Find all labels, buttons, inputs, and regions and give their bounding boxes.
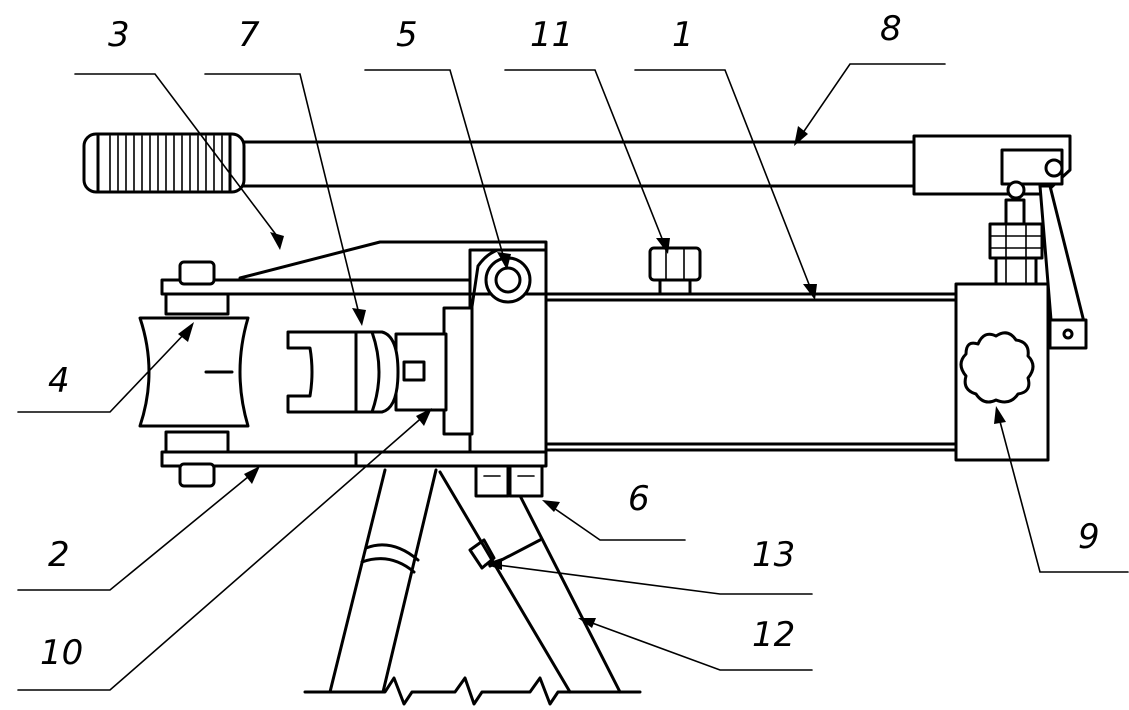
pivot-pin [1044,158,1064,178]
label-11: 11 [530,15,573,55]
roller-pin-top [178,260,216,286]
cylinder-body [544,292,960,452]
ground-break-line [303,676,642,706]
cylinder-barrel [544,292,960,452]
label-13: 13 [752,535,795,575]
pump-plunger [988,198,1044,286]
label-7: 7 [238,15,260,55]
roller-pin-bottom [178,462,216,488]
label-10: 10 [40,633,83,673]
bottom-plate [160,450,548,468]
oil-filler-plug [648,246,702,296]
label-1: 1 [672,15,694,55]
right-leg [438,470,622,694]
handle-grip [82,132,246,194]
release-valve-knob [959,331,1035,404]
callout-labels: 3 7 5 11 1 8 4 2 10 6 13 12 9 [40,9,1100,673]
pump-handle [82,132,1088,350]
bending-former [286,330,448,414]
label-6: 6 [628,479,650,519]
leader-lines [17,63,1129,691]
top-plate [160,278,472,296]
stand-legs [303,468,642,706]
piston-flange [442,306,474,436]
handle-bar [238,140,918,188]
leg-clamp-screw [468,538,542,570]
label-2: 2 [48,535,70,575]
handle-socket [912,134,1072,200]
bolt-right [508,464,544,498]
left-leg [328,468,438,694]
label-3: 3 [108,15,130,55]
pump-block [954,282,1050,462]
label-12: 12 [752,615,795,655]
support-roller [138,260,250,488]
frame [160,240,548,468]
hinge-pin-inner [494,266,522,294]
mounting-bolts [474,464,544,498]
roller-body [138,316,250,428]
bolt-left [474,464,510,498]
label-5: 5 [396,15,418,55]
front-head [442,246,548,456]
pivot-pin [1006,180,1026,200]
label-4: 4 [48,361,70,401]
label-9: 9 [1078,517,1100,557]
pump-link [1038,184,1088,350]
head-block [468,292,548,456]
label-8: 8 [880,9,902,49]
